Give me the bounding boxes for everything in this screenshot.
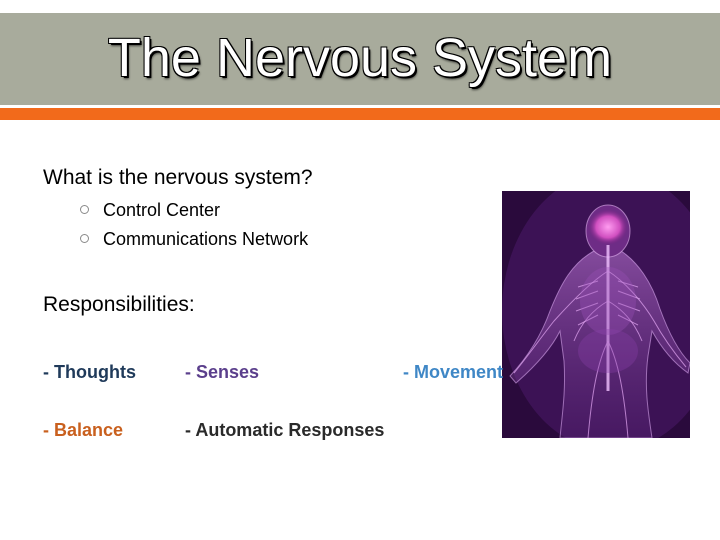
responsibility-balance: - Balance bbox=[43, 420, 124, 440]
bullet-item: Communications Network bbox=[80, 228, 308, 257]
responsibilities-heading: Responsibilities: bbox=[43, 293, 195, 316]
responsibility-senses: - Senses bbox=[185, 362, 260, 382]
nervous-system-image bbox=[502, 191, 690, 438]
title-bar: The Nervous System bbox=[0, 13, 720, 105]
bullet-label: Control Center bbox=[103, 200, 221, 220]
human-body-nerves-icon bbox=[502, 191, 690, 438]
bullet-list: Control Center Communications Network bbox=[80, 199, 308, 257]
bullet-label: Communications Network bbox=[103, 229, 309, 249]
responsibility-movement: - Movement bbox=[403, 362, 504, 382]
bullet-item: Control Center bbox=[80, 199, 308, 228]
title-accent-bar bbox=[0, 108, 720, 120]
bullet-circle-icon bbox=[80, 234, 89, 243]
responsibility-automatic-responses: - Automatic Responses bbox=[185, 420, 385, 440]
bullet-circle-icon bbox=[80, 205, 89, 214]
question-heading: What is the nervous system? bbox=[43, 166, 313, 189]
slide-title: The Nervous System bbox=[107, 28, 613, 88]
responsibility-thoughts: - Thoughts bbox=[43, 362, 136, 382]
